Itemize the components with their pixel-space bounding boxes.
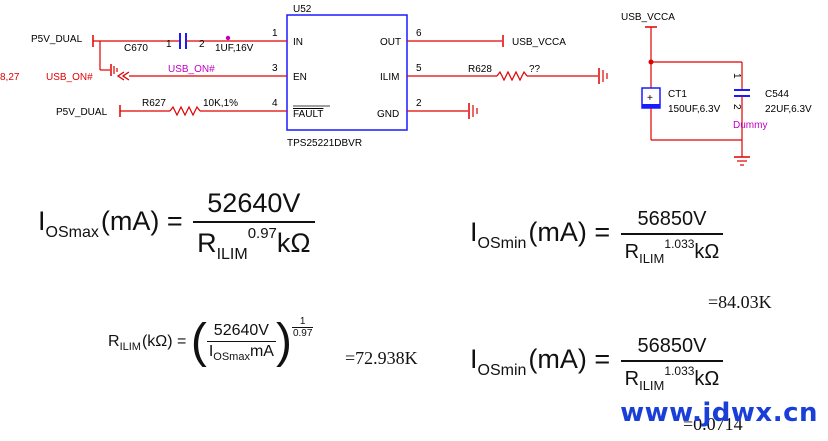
r-ilim-lhs: R: [108, 333, 120, 351]
ios-min-1-fraction: 56850V RILIM1.033kΩ: [620, 208, 724, 266]
ios-min-1-denominator: RILIM1.033kΩ: [621, 235, 724, 266]
pin-name-ilim: ILIM: [380, 72, 399, 83]
ios-min-2-den-main: R: [624, 368, 640, 390]
pin-name-en: EN: [293, 72, 307, 83]
r-ilim-denominator: IOSmaxmA: [207, 342, 276, 363]
c670-value: 1UF,16V: [215, 43, 254, 54]
pin-num-fault: 4: [272, 98, 278, 109]
junction-dot-in: [225, 35, 231, 41]
ios-min-1-den-sub: ILIM: [639, 251, 665, 266]
pin-name-in: IN: [293, 37, 303, 48]
schematic: U52 TPS25221DBVR 1 3 4 IN EN FAULT 6 5 2…: [0, 4, 812, 166]
pin-name-out: OUT: [380, 37, 401, 48]
ios-max-den-unit: kΩ: [276, 228, 311, 258]
ct1-ref: CT1: [668, 89, 687, 100]
ios-min-2-numerator: 56850V: [620, 335, 724, 362]
ios-min-2-lhs-unit: (mA) =: [528, 344, 611, 375]
offpage-ref: 8,27: [0, 72, 20, 83]
r-ilim-lhs-unit: (kΩ) =: [141, 333, 187, 351]
pin-num-in: 1: [272, 28, 278, 39]
formula-ios-min-2: IOSmin(mA) = 56850V RILIM1.033kΩ: [470, 335, 724, 393]
watermark-text: www.jdwx.cn: [620, 398, 818, 428]
r628-value: ??: [529, 64, 541, 75]
ios-max-lhs-unit: (mA) =: [100, 206, 183, 237]
r-ilim-numerator: 52640V: [206, 322, 276, 342]
c544-pin2: 2: [731, 104, 742, 110]
r627-value: 10K,1%: [203, 98, 238, 109]
r-ilim-fraction: 52640V IOSmaxmA: [206, 322, 276, 363]
r-ilim-paren-close: ): [275, 315, 292, 368]
ios-min-2-den-exp: 1.033: [664, 364, 695, 378]
pin-num-en: 3: [272, 63, 278, 74]
ios-max-lhs-sub: OSmax: [45, 224, 99, 242]
result-0-0714: =0.0714: [683, 414, 743, 434]
ct1-value: 150UF,6.3V: [668, 104, 721, 115]
c544-pin1: 1: [731, 73, 742, 79]
ios-min-2-fraction: 56850V RILIM1.033kΩ: [620, 335, 724, 393]
c544-value: 22UF,6.3V: [765, 104, 812, 115]
ios-min-2-den-unit: kΩ: [694, 368, 720, 390]
pin-name-fault: FAULT: [293, 109, 323, 120]
r-ilim-den-main: I: [208, 342, 214, 360]
ios-min-2-lhs-sub: OSmin: [477, 362, 527, 380]
c670-ref: C670: [124, 43, 148, 54]
ios-min-1-den-main: R: [624, 241, 640, 263]
r-ilim-exp-den: 0.97: [292, 328, 313, 339]
result-84-03k: =84.03K: [708, 292, 772, 312]
ios-max-den-exp: 0.97: [247, 225, 277, 242]
ios-min-2-lhs: I: [470, 344, 478, 375]
formula-ios-min-1: IOSmin(mA) = 56850V RILIM1.033kΩ: [470, 208, 724, 266]
net-label-usb-vcca-right: USB_VCCA: [621, 12, 675, 23]
r-ilim-paren-open: (: [190, 315, 207, 368]
pin-name-gnd: GND: [377, 109, 399, 120]
r628-zigzag: [496, 70, 528, 82]
ios-max-fraction: 52640V RILIM 0.97kΩ: [193, 188, 315, 264]
c670-pin2: 2: [199, 39, 205, 50]
ios-min-1-den-exp: 1.033: [664, 237, 695, 251]
net-label-usb-vcca-out: USB_VCCA: [512, 37, 566, 48]
c670-pin1: 1: [166, 39, 172, 50]
ios-min-1-lhs-unit: (mA) =: [528, 217, 611, 248]
c544-ref: C544: [765, 89, 789, 100]
r-ilim-den-sub: OSmax: [213, 350, 250, 363]
ios-min-1-den-unit: kΩ: [694, 241, 720, 263]
formula-ios-max: IOSmax(mA) = 52640V RILIM 0.97kΩ: [38, 188, 315, 264]
ct1-neg-band: [642, 104, 660, 108]
r-ilim-exp-num: 1: [291, 316, 314, 328]
offpage-connector-icon: [116, 71, 130, 81]
r-ilim-den-unit: mA: [249, 342, 274, 360]
c544-note: Dummy: [733, 120, 767, 131]
pin-num-out: 6: [416, 28, 422, 39]
ios-max-den-main: R: [197, 228, 217, 258]
ios-max-lhs: I: [38, 206, 46, 237]
r-ilim-lhs-sub: ILIM: [119, 341, 141, 354]
net-label-p5v-top: P5V_DUAL: [31, 34, 83, 45]
net-label-usb-on-local: USB_ON#: [168, 64, 215, 75]
ios-min-1-lhs-sub: OSmin: [477, 235, 527, 253]
net-label-usb-on-offpage: USB_ON#: [46, 72, 93, 83]
ios-min-2-denominator: RILIM1.033kΩ: [621, 362, 724, 393]
ios-min-2-den-sub: ILIM: [639, 378, 665, 393]
ic-part-label: TPS25221DBVR: [287, 138, 362, 149]
result-72-938k: =72.938K: [345, 348, 418, 368]
ct1-polarity: +: [647, 93, 653, 104]
r627-ref: R627: [142, 98, 166, 109]
net-label-p5v-bottom: P5V_DUAL: [56, 107, 108, 118]
ic-ref-label: U52: [293, 4, 312, 15]
ios-min-1-numerator: 56850V: [620, 208, 724, 235]
r628-ref: R628: [468, 64, 492, 75]
ic-body-u52: [286, 14, 408, 131]
pin-num-gnd: 2: [416, 98, 422, 109]
ios-min-1-lhs: I: [470, 217, 478, 248]
ios-max-den-sub: ILIM: [216, 246, 248, 263]
r627-zigzag: [169, 105, 201, 117]
ios-max-denominator: RILIM 0.97kΩ: [193, 223, 315, 264]
pin-num-ilim: 5: [416, 63, 422, 74]
ios-max-numerator: 52640V: [193, 188, 315, 223]
